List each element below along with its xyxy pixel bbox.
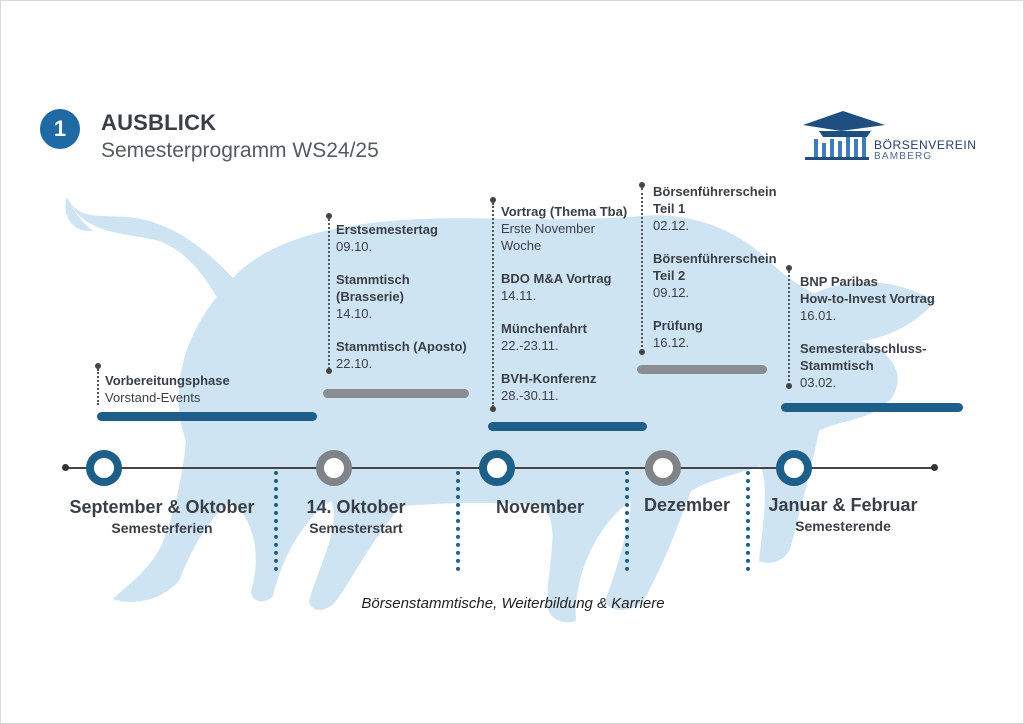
event-item: Stammtisch (Brasserie) 14.10. [336, 271, 467, 322]
month-separator [274, 471, 278, 571]
month-title: November [495, 497, 585, 517]
event-marker-dot [326, 368, 332, 374]
event-marker-line [97, 369, 99, 405]
section-number-badge: 1 [40, 109, 80, 149]
event-title: Vortrag (Thema Tba) [501, 204, 628, 219]
month-subtitle: Semesterstart [309, 520, 403, 536]
event-block-september: Vorbereitungsphase Vorstand-Events [105, 372, 230, 422]
event-detail: 28.-30.11. [501, 388, 559, 403]
event-item: Semesterabschluss- Stammtisch 03.02. [800, 340, 935, 391]
event-title: Stammtisch (Brasserie) [336, 272, 410, 304]
timeline-node [645, 450, 681, 486]
event-item: Vortrag (Thema Tba) Erste November Woche [501, 203, 627, 254]
event-marker-dot [95, 363, 101, 369]
timeline-node [479, 450, 515, 486]
event-detail: 09.10. [336, 239, 373, 254]
event-detail: 22.-23.11. [501, 338, 559, 353]
event-item: Börsenführerschein Teil 1 02.12. [653, 183, 777, 234]
phase-bar [637, 365, 767, 374]
month-title: Januar & Februar [768, 495, 918, 515]
event-title: BDO M&A Vortrag [501, 271, 612, 286]
month-subtitle: Semesterende [795, 518, 891, 534]
month-label-september: September & Oktober Semesterferien [56, 497, 268, 536]
event-marker-dot [786, 383, 792, 389]
event-title: Stammtisch (Aposto) [336, 339, 467, 354]
event-detail: 09.12. [653, 285, 690, 300]
event-marker-line [492, 203, 494, 407]
event-title: Börsenführerschein Teil 1 [653, 184, 777, 216]
logo-city: BAMBERG [874, 151, 933, 162]
timeline-node [86, 450, 122, 486]
event-title: Münchenfahrt [501, 321, 587, 336]
event-title: Börsenführerschein Teil 2 [653, 251, 777, 283]
month-separator [746, 471, 750, 571]
event-item: BNP Paribas How-to-Invest Vortrag 16.01. [800, 273, 935, 324]
month-separator [456, 471, 460, 571]
event-item: Börsenführerschein Teil 2 09.12. [653, 250, 777, 301]
event-detail: 02.12. [653, 218, 690, 233]
footer-tagline: Börsenstammtische, Weiterbildung & Karri… [361, 595, 665, 612]
phase-bar [323, 389, 469, 398]
month-label-oktober: 14. Oktober Semesterstart [281, 497, 431, 536]
page-subtitle: Semesterprogramm WS24/25 [101, 139, 379, 162]
event-title: Prüfung [653, 318, 703, 333]
timeline-node [316, 450, 352, 486]
event-title: Semesterabschluss- Stammtisch [800, 341, 927, 373]
event-detail: 16.01. [800, 308, 837, 323]
event-detail: Erste November Woche [501, 221, 595, 253]
timeline-start-dot [62, 464, 69, 471]
month-subtitle: Semesterferien [111, 520, 213, 536]
event-detail: Vorstand-Events [105, 390, 201, 405]
phase-bar [488, 422, 647, 431]
event-marker-dot [639, 182, 645, 188]
event-marker-line [788, 271, 790, 385]
event-detail: 22.10. [336, 356, 373, 371]
phase-bar [97, 412, 317, 421]
event-item: BDO M&A Vortrag 14.11. [501, 270, 627, 304]
event-marker-dot [786, 265, 792, 271]
page-title: AUSBLICK [101, 110, 217, 135]
month-label-dezember: Dezember [631, 495, 743, 516]
event-block-januar: BNP Paribas How-to-Invest Vortrag 16.01.… [800, 273, 935, 407]
event-marker-line [328, 219, 330, 369]
event-marker-dot [639, 349, 645, 355]
event-block-dezember: Börsenführerschein Teil 1 02.12. Börsenf… [653, 183, 777, 367]
month-title: 14. Oktober [306, 497, 406, 517]
event-block-november: Vortrag (Thema Tba) Erste November Woche… [501, 203, 627, 420]
event-item: BVH-Konferenz 28.-30.11. [501, 370, 627, 404]
event-detail: 14.11. [501, 288, 537, 303]
timeline-node [776, 450, 812, 486]
columns-building-icon [803, 111, 885, 160]
event-detail: 14.10. [336, 306, 373, 321]
month-title: Dezember [643, 495, 731, 515]
event-detail: 03.02. [800, 375, 837, 390]
event-item: Erstsemestertag 09.10. [336, 221, 467, 255]
event-title: Vorbereitungsphase [105, 373, 230, 388]
event-item: Prüfung 16.12. [653, 317, 777, 351]
month-title: September & Oktober [69, 497, 255, 517]
event-marker-dot [326, 213, 332, 219]
event-marker-line [641, 188, 643, 351]
timeline-end-dot [931, 464, 938, 471]
event-block-oktober: Erstsemestertag 09.10. Stammtisch (Brass… [336, 221, 467, 388]
event-title: BVH-Konferenz [501, 371, 597, 386]
event-item: Münchenfahrt 22.-23.11. [501, 320, 627, 354]
month-label-november: November [463, 497, 617, 518]
month-separator [625, 471, 629, 571]
event-title: Erstsemestertag [336, 222, 438, 237]
month-label-januar: Januar & Februar Semesterende [753, 495, 933, 534]
logo-name: BÖRSENVEREIN [874, 138, 977, 152]
event-detail: 16.12. [653, 335, 690, 350]
event-marker-dot [490, 406, 496, 412]
event-item: Vorbereitungsphase Vorstand-Events [105, 372, 230, 406]
event-item: Stammtisch (Aposto) 22.10. [336, 338, 467, 372]
phase-bar [781, 403, 963, 412]
event-marker-dot [490, 197, 496, 203]
event-title: BNP Paribas How-to-Invest Vortrag [800, 274, 935, 306]
